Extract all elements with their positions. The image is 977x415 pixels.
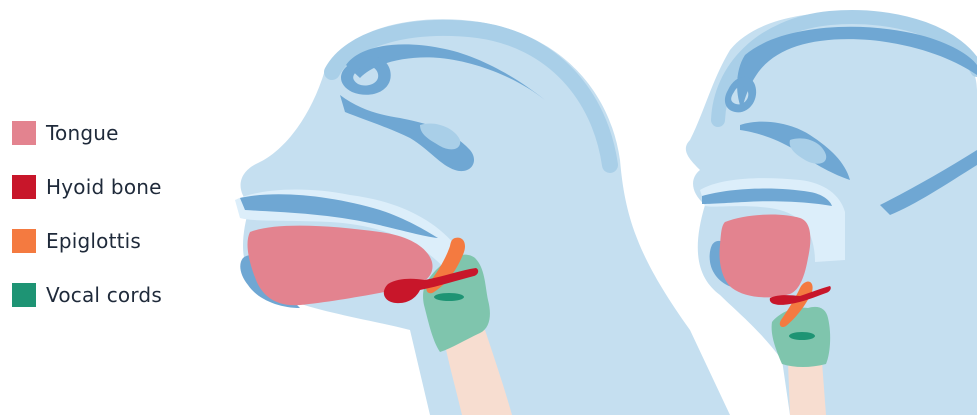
right-tongue: [720, 215, 811, 298]
legend-swatch-tongue: [12, 121, 36, 145]
left-vocal-cords: [434, 293, 464, 301]
legend-swatch-hyoid-bone: [12, 175, 36, 199]
right-vocal-cords: [789, 332, 815, 340]
legend-label-vocal-cords: Vocal cords: [46, 283, 162, 307]
legend-item-hyoid-bone: Hyoid bone: [12, 173, 162, 200]
legend-label-epiglottis: Epiglottis: [46, 229, 141, 253]
legend-item-tongue: Tongue: [12, 119, 162, 146]
legend-swatch-epiglottis: [12, 229, 36, 253]
right-head: [686, 13, 977, 415]
right-trachea: [788, 362, 826, 415]
legend: Tongue Hyoid bone Epiglottis Vocal cords: [12, 119, 162, 335]
left-head: [235, 19, 730, 415]
legend-swatch-vocal-cords: [12, 283, 36, 307]
legend-label-hyoid-bone: Hyoid bone: [46, 175, 162, 199]
legend-label-tongue: Tongue: [46, 121, 119, 145]
legend-item-epiglottis: Epiglottis: [12, 227, 162, 254]
legend-item-vocal-cords: Vocal cords: [12, 281, 162, 308]
